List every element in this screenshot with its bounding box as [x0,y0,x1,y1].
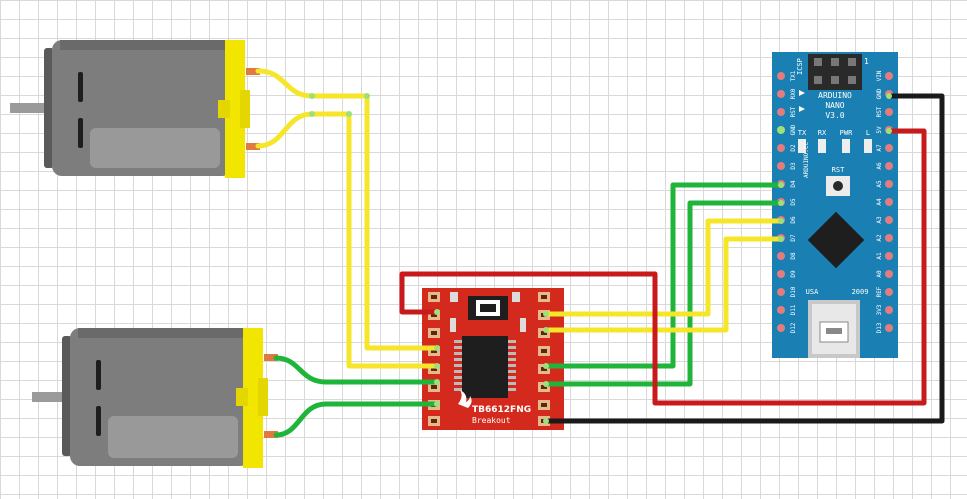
pin-label-right-rst: RST [876,106,883,117]
pin-label-right-a0: A0 [876,270,883,278]
pin-label-right-a1: A1 [876,252,883,260]
motor-shaft [10,103,50,113]
usa-label: USA [806,288,819,296]
pin-label-right-a3: A3 [876,216,883,224]
led-label-pwr: PWR [840,129,853,137]
wire-yellow [255,111,440,369]
icsp-label: ICSP [796,58,804,75]
arduino-nano: ICSP 1 ARDUINO NANO V3.0 TX RX PWR L ARD… [772,52,898,358]
pin-label-right-5v: 5V [876,126,883,134]
pin-label-left-rst: RST [790,106,797,117]
pin-label-left-d12: D12 [790,322,797,333]
pin-label-right-a5: A5 [876,180,883,188]
led [864,139,872,153]
led-label-l: L [866,129,870,137]
led [842,139,850,153]
pin-label-right-vin: VIN [876,70,883,81]
motor-terminal [264,354,278,361]
pin-label-left-tx1: TX1 [790,70,797,81]
pin-label-right-a4: A4 [876,198,883,206]
led [818,139,826,153]
wires [255,68,945,438]
pin-label-left-d11: D11 [790,304,797,315]
pin-label-left-d9: D9 [790,270,797,278]
pin-label-left-d6: D6 [790,216,797,224]
icsp-pin-number: 1 [864,57,869,66]
tb6612fng-breakout: TB6612FNG Breakout [422,288,564,430]
pin-label-left-d3: D3 [790,162,797,170]
wire-yellow [255,68,440,351]
pin-label-left-d10: D10 [790,286,797,297]
pin-label-right-gnd: GND [876,88,883,99]
sparkfun-logo [458,390,472,408]
pin-label-left-d7: D7 [790,234,797,242]
wire-black [543,93,945,424]
wire-green [543,182,784,369]
driver-sub-label: Breakout [472,416,511,425]
dc-motor-top [10,40,260,178]
pin-label-right-d13: D13 [876,322,883,333]
pin-label-right-a7: A7 [876,144,883,152]
led-label-rx: RX [818,129,827,137]
arduino-pins-right [885,72,893,332]
pin-label-right-a6: A6 [876,162,883,170]
wire-endpoints [309,93,892,424]
pin-label-left-rx0: RX0 [790,88,797,99]
pin-label-left-d4: D4 [790,180,797,188]
motor-terminal [246,68,260,75]
led [798,139,806,153]
year-label: 2009 [852,288,869,296]
wire-green [543,200,784,387]
motor-endcap [225,40,245,178]
led-label-tx: TX [798,129,807,137]
wire-green [273,355,440,385]
pin-label-right-ref: REF [876,286,883,297]
reset-label: RST [832,166,845,174]
motor-shaft [32,392,72,402]
board-name-line2: NANO [825,101,844,110]
motor-endcap [243,328,263,468]
board-name-line3: V3.0 [825,111,844,120]
pin-label-left-gnd: GND [790,124,797,135]
pin-label-right-3v3: 3V3 [876,304,883,315]
wire-red [399,128,927,406]
wire-green [273,401,440,438]
wire-yellow [543,218,784,317]
pin-label-right-a2: A2 [876,234,883,242]
wire-yellow [543,236,784,333]
driver-chip-label: TB6612FNG [472,405,531,415]
pin-label-left-d5: D5 [790,198,797,206]
arduino-cc-label: ARDUINO.CC [803,141,810,178]
motor-terminal [264,431,278,438]
dc-motor-bottom [32,328,278,468]
arduino-pins-left [777,72,785,332]
pin-label-left-d2: D2 [790,144,797,152]
pin-label-left-d8: D8 [790,252,797,260]
motor-terminal [246,143,260,150]
board-name-line1: ARDUINO [818,91,852,100]
driver-chip [462,336,508,398]
